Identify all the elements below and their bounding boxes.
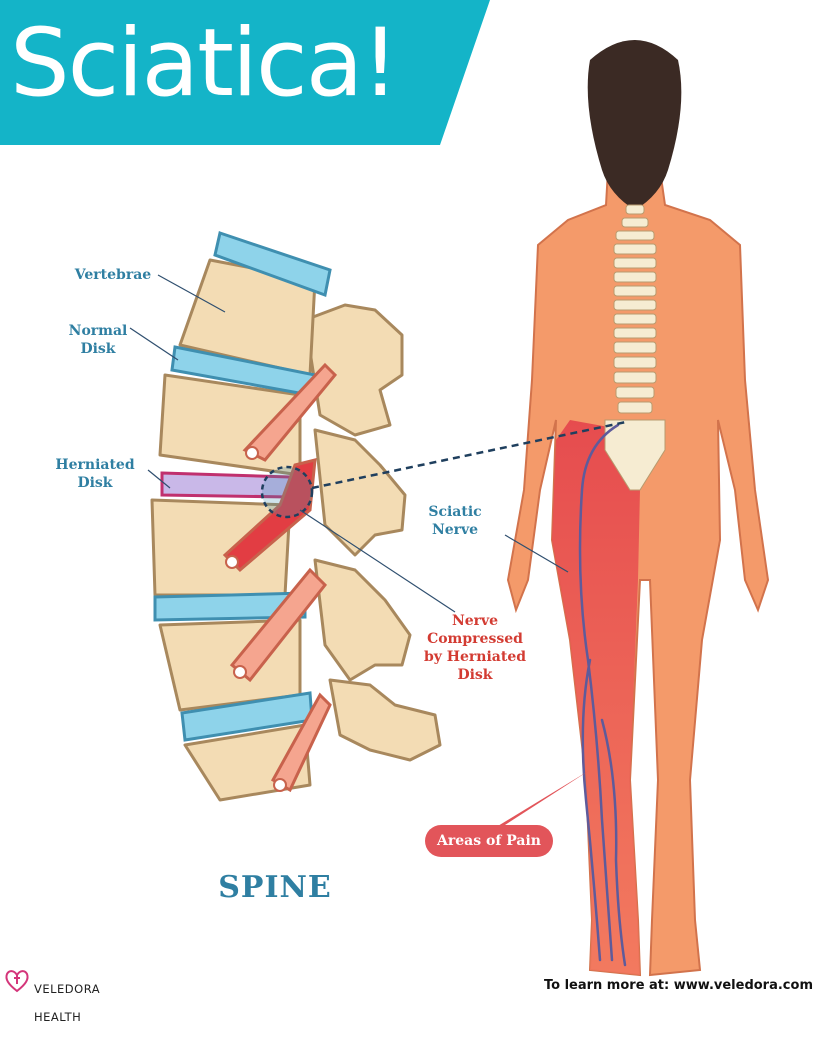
normal-disk	[213, 231, 332, 298]
label-spine: SPINE	[218, 870, 332, 905]
nerve-root	[270, 692, 332, 793]
spine-illustration	[150, 231, 442, 802]
page-title: Sciatica!	[10, 9, 399, 118]
title-banner	[0, 0, 490, 145]
label-herniated-disk: Herniated Disk	[55, 457, 135, 491]
label-normal-disk: Normal Disk	[68, 323, 128, 357]
sciatic-nerve-branch	[581, 658, 602, 962]
spinous-process	[313, 558, 412, 682]
label-nerve-compressed: Nerve Compressed by Herniated Disk	[423, 613, 527, 683]
heart-cross-logo-icon	[5, 970, 29, 993]
brand-name: VELEDORA HEALTH	[34, 982, 101, 1024]
compression-highlight	[260, 465, 314, 519]
nerve-root	[242, 362, 338, 462]
hair	[587, 40, 682, 210]
label-areas-of-pain: Areas of Pain	[425, 825, 553, 857]
nerve-root	[229, 567, 328, 683]
nerve-root-compressed	[222, 458, 317, 573]
infographic: Sciatica!	[0, 0, 813, 1024]
label-sciatic-nerve: Sciatic Nerve	[428, 504, 482, 538]
spinous-process	[303, 303, 404, 437]
normal-disk	[153, 591, 307, 622]
spinal-column	[604, 204, 666, 491]
brand-logo: VELEDORA HEALTH	[4, 966, 124, 1024]
sciatic-nerve	[578, 423, 620, 962]
pain-area	[552, 420, 640, 975]
body-illustration	[506, 40, 770, 977]
leader-lines	[129, 274, 627, 832]
footer-link-text[interactable]: To learn more at: www.veledora.com	[543, 978, 813, 993]
spinous-process	[328, 678, 442, 762]
zoom-connector	[311, 420, 627, 490]
spinous-process	[313, 428, 407, 557]
sacrum	[604, 419, 666, 491]
pain-pointer	[488, 770, 590, 832]
sciatic-nerve-branch	[600, 718, 627, 967]
label-vertebrae: Vertebrae	[74, 267, 152, 283]
